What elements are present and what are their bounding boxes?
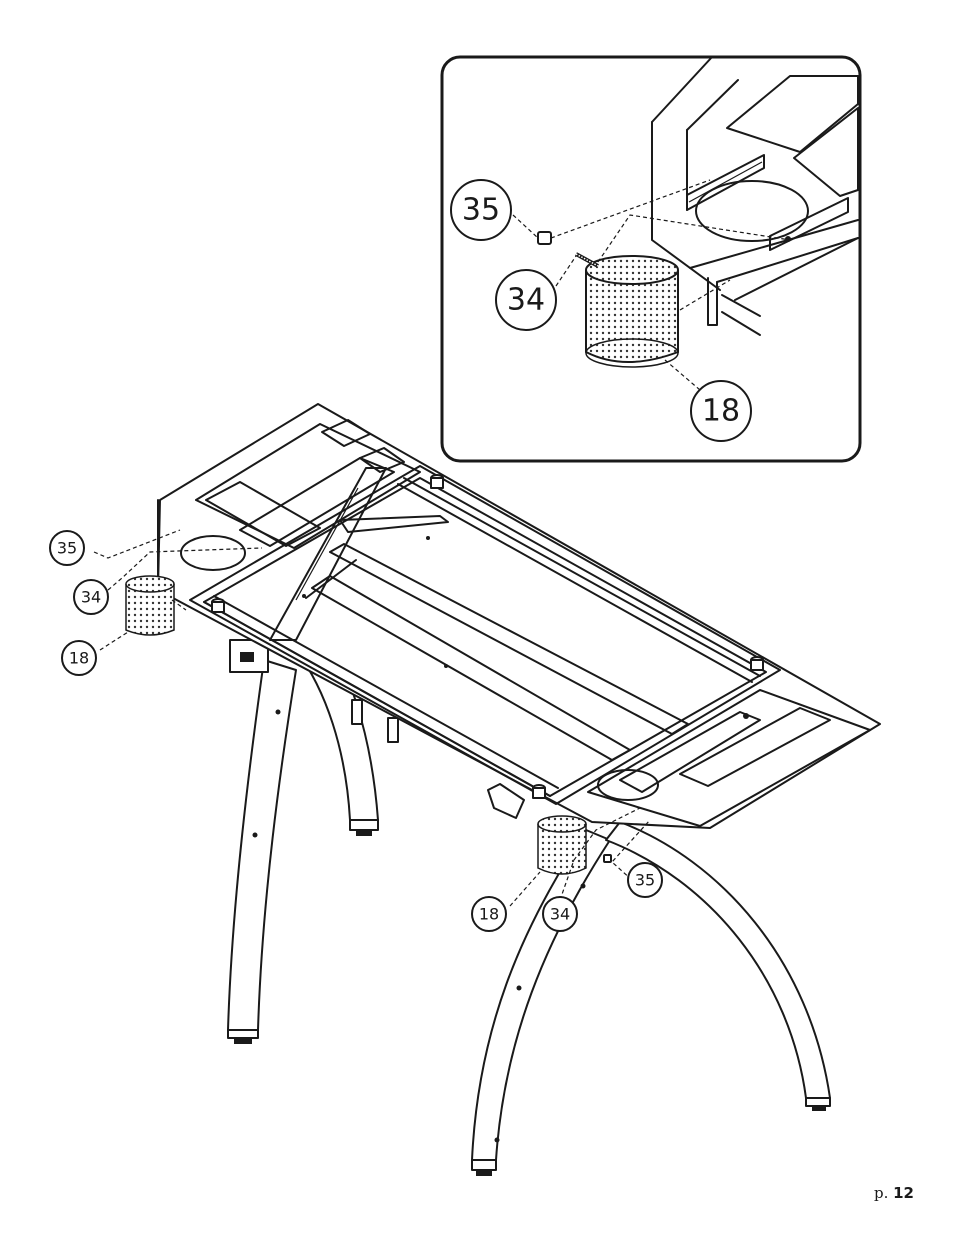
page-number-value: 12 [893,1184,914,1202]
svg-text:35: 35 [57,539,77,558]
nut-icon [538,232,551,244]
svg-text:35: 35 [462,193,500,228]
svg-text:34: 34 [550,905,570,924]
callout-right-35: 35 [628,863,662,897]
page-number: p. 12 [874,1184,914,1202]
svg-text:18: 18 [479,905,499,924]
rear-left-leg [228,660,296,1044]
svg-text:34: 34 [507,283,545,318]
detail-inset: 35 34 18 [442,57,860,461]
callout-right-18: 18 [472,897,506,931]
callout-left-35: 35 [50,531,84,565]
svg-text:34: 34 [81,588,101,607]
right-cup-icon [538,816,586,874]
left-cup-icon [126,576,174,635]
callout-right-34: 34 [543,897,577,931]
callout-left-18: 18 [62,641,96,675]
svg-text:35: 35 [635,871,655,890]
callout-18: 18 [691,381,751,441]
svg-text:18: 18 [702,394,740,429]
callout-34: 34 [496,270,556,330]
callout-35: 35 [451,180,511,240]
callout-left-34: 34 [74,580,108,614]
svg-text:18: 18 [69,649,89,668]
table-assembly: 35 34 18 35 34 18 [50,404,880,1176]
cup-icon [586,256,678,367]
page-prefix: p. [874,1184,888,1202]
